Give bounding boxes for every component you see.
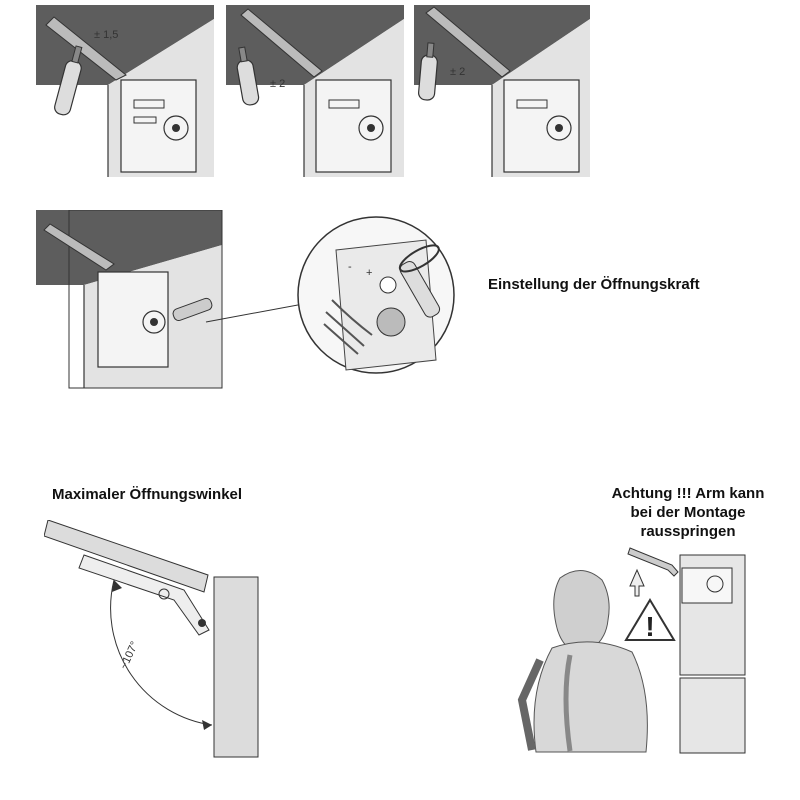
step-1-illustration: ± 1,5 [36, 5, 216, 177]
step-2-illustration: ± 2 [226, 5, 406, 177]
max-angle-value: ~107° [118, 640, 141, 672]
force-adjust-illustration: + - [36, 210, 466, 395]
warning-triangle-icon [624, 598, 676, 641]
step-3-illustration: ± 2 [414, 5, 594, 177]
warning-text: Achtung !!! Arm kann bei der Montage rau… [604, 484, 772, 541]
step-1-tolerance: ± 1,5 [94, 29, 118, 41]
svg-text:-: - [348, 261, 352, 273]
step-2-tolerance: ± 2 [270, 78, 285, 90]
step-3-tolerance: ± 2 [450, 66, 465, 78]
max-angle-illustration: ~107° [44, 520, 268, 760]
warning-line-1: Achtung !!! Arm kann [611, 485, 765, 502]
warning-line-3: rausspringen [640, 523, 736, 540]
svg-text:+: + [366, 267, 372, 279]
max-angle-label: Maximaler Öffnungswinkel [52, 486, 243, 503]
force-adjust-label: Einstellung der Öffnungskraft [488, 276, 700, 293]
warning-illustration: ! [500, 540, 755, 755]
warning-line-2: bei der Montage [630, 504, 746, 521]
warning-exclamation: ! [645, 611, 654, 642]
